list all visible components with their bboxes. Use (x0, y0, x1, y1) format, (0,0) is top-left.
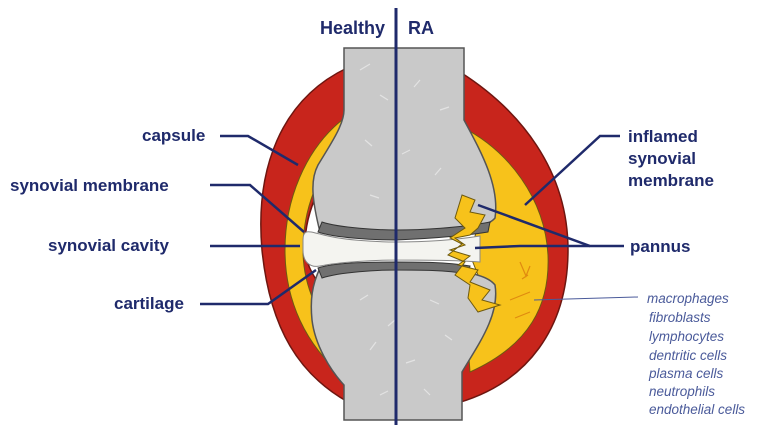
label-synovial-cavity: synovial cavity (48, 236, 170, 255)
label-inflamed-synovial-membrane-3: membrane (628, 171, 714, 190)
label-cartilage: cartilage (114, 294, 184, 313)
label-synovial-membrane: synovial membrane (10, 176, 169, 195)
cell-type-item: macrophages (647, 291, 729, 306)
cell-type-item: lymphocytes (649, 329, 724, 344)
header-ra: RA (408, 18, 434, 38)
label-capsule: capsule (142, 126, 205, 145)
cell-type-item: neutrophils (649, 384, 715, 399)
cell-type-item: dentritic cells (649, 348, 727, 363)
label-inflamed-synovial-membrane-2: synovial (628, 149, 696, 168)
cell-type-item: endothelial cells (649, 402, 745, 417)
cell-type-item: plasma cells (648, 366, 724, 381)
label-inflamed-synovial-membrane-1: inflamed (628, 127, 698, 146)
label-pannus: pannus (630, 237, 690, 256)
header-healthy: Healthy (320, 18, 385, 38)
cell-type-list: macrophages fibroblasts lymphocytes dent… (647, 291, 745, 417)
cell-type-item: fibroblasts (649, 310, 711, 325)
